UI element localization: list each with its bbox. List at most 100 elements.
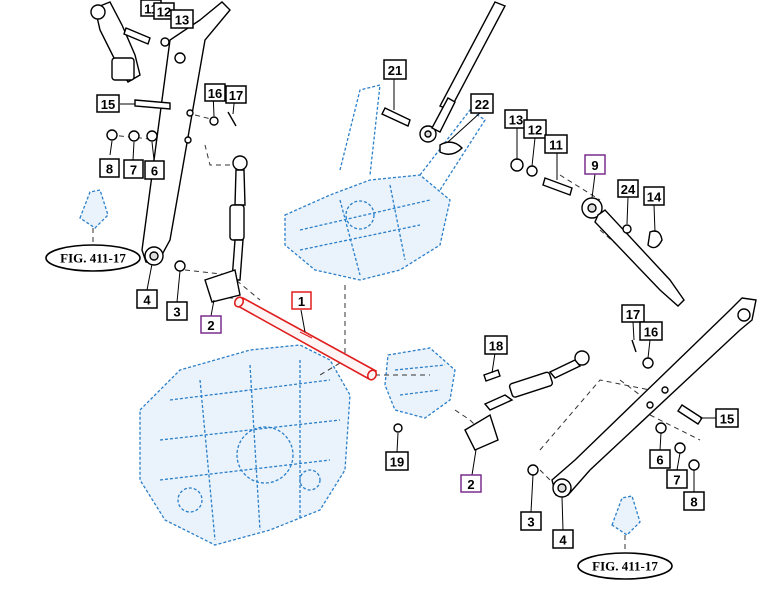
callout-box bbox=[683, 491, 705, 511]
callout-label: 9 bbox=[591, 158, 598, 173]
callout-1[interactable]: 1 bbox=[291, 291, 312, 310]
callout-label: 17 bbox=[229, 88, 243, 103]
callout-box bbox=[643, 186, 665, 206]
callout-3[interactable]: 3 bbox=[520, 511, 542, 531]
callout-label: 1 bbox=[298, 294, 305, 309]
callout-15[interactable]: 15 bbox=[96, 94, 120, 113]
callout-label: 14 bbox=[647, 190, 662, 205]
callout-label: 8 bbox=[106, 162, 113, 177]
callout-16[interactable]: 16 bbox=[204, 83, 226, 102]
stabilizer-bracket-ghost-left bbox=[79, 189, 109, 229]
callout-label: 15 bbox=[101, 97, 115, 112]
callout-13[interactable]: 13 bbox=[504, 109, 528, 129]
callout-21[interactable]: 21 bbox=[383, 59, 407, 80]
callout-6[interactable]: 6 bbox=[649, 449, 671, 469]
callout-label: 13 bbox=[175, 13, 189, 28]
callout-label: 7 bbox=[673, 473, 680, 488]
callout-box bbox=[584, 154, 606, 175]
callout-box bbox=[621, 304, 645, 323]
callout-6[interactable]: 6 bbox=[144, 160, 165, 180]
callout-19[interactable]: 19 bbox=[385, 451, 409, 471]
callout-9[interactable]: 9 bbox=[584, 154, 606, 175]
callout-4[interactable]: 4 bbox=[552, 529, 574, 549]
callout-7[interactable]: 7 bbox=[123, 159, 144, 179]
callout-box bbox=[520, 511, 542, 531]
control-valve-ghost bbox=[384, 347, 456, 419]
figure-reference-right[interactable]: FIG. 411-17 bbox=[577, 552, 673, 580]
callout-4[interactable]: 4 bbox=[136, 289, 158, 309]
callout-box bbox=[123, 159, 144, 179]
callout-13[interactable]: 13 bbox=[170, 9, 194, 29]
callout-box bbox=[470, 93, 494, 114]
callout-box bbox=[544, 134, 568, 154]
lift-arm-left bbox=[141, 1, 231, 266]
callout-box bbox=[204, 83, 226, 102]
callout-label: 18 bbox=[489, 339, 503, 354]
callout-label: 6 bbox=[656, 453, 663, 468]
callout-24[interactable]: 24 bbox=[617, 179, 639, 198]
callout-8[interactable]: 8 bbox=[99, 158, 120, 178]
callout-label: 2 bbox=[207, 318, 214, 333]
lift-cylinder-rod bbox=[381, 1, 506, 155]
callout-12[interactable]: 12 bbox=[523, 119, 547, 139]
callout-box bbox=[170, 9, 194, 29]
callout-11[interactable]: 11 bbox=[544, 134, 568, 154]
figure-reference-left[interactable]: FIG. 411-17 bbox=[45, 244, 141, 272]
callout-box bbox=[144, 160, 165, 180]
callout-box bbox=[166, 301, 188, 321]
callout-box bbox=[617, 179, 639, 198]
hydraulic-lift-cover-ghost bbox=[284, 84, 486, 281]
callout-label: 16 bbox=[208, 86, 222, 101]
stabilizer-bracket-ghost-right bbox=[611, 495, 641, 536]
callout-label: 6 bbox=[151, 164, 158, 179]
callout-box bbox=[383, 59, 407, 80]
lift-arm-right bbox=[551, 297, 757, 498]
callout-box bbox=[523, 119, 547, 139]
callout-15[interactable]: 15 bbox=[715, 408, 739, 428]
callout-box bbox=[484, 335, 508, 355]
callout-18[interactable]: 18 bbox=[484, 335, 508, 355]
callout-3[interactable]: 3 bbox=[166, 301, 188, 321]
leveling-rod-right bbox=[581, 197, 685, 307]
callout-label: 19 bbox=[390, 455, 404, 470]
check-chain-left bbox=[90, 1, 141, 83]
figure-reference-left-label: FIG. 411-17 bbox=[60, 251, 126, 266]
callout-label: 4 bbox=[143, 293, 151, 308]
callout-2[interactable]: 2 bbox=[460, 474, 482, 493]
callout-label: 2 bbox=[467, 477, 474, 492]
callout-box bbox=[96, 94, 120, 113]
transmission-housing-ghost bbox=[139, 344, 351, 546]
callout-22[interactable]: 22 bbox=[470, 93, 494, 114]
callout-label: 11 bbox=[549, 138, 563, 153]
callout-label: 3 bbox=[173, 305, 180, 320]
callout-box bbox=[504, 109, 528, 129]
callout-box bbox=[552, 529, 574, 549]
callout-label: 16 bbox=[644, 325, 658, 340]
callout-label: 4 bbox=[559, 533, 567, 548]
callout-7[interactable]: 7 bbox=[666, 469, 688, 489]
callout-box bbox=[291, 291, 312, 310]
callout-label: 24 bbox=[621, 182, 636, 197]
callout-label: 12 bbox=[528, 123, 542, 138]
callout-box bbox=[225, 85, 247, 104]
turnbuckle-right bbox=[464, 350, 590, 451]
callout-8[interactable]: 8 bbox=[683, 491, 705, 511]
lift-shaft-highlighted bbox=[233, 296, 378, 381]
callout-box bbox=[200, 315, 222, 334]
callout-14[interactable]: 14 bbox=[643, 186, 665, 206]
callout-17[interactable]: 17 bbox=[621, 304, 645, 323]
callout-2[interactable]: 2 bbox=[200, 315, 222, 334]
callout-label: 15 bbox=[720, 412, 734, 427]
callout-label: 12 bbox=[157, 5, 171, 20]
callout-16[interactable]: 16 bbox=[639, 321, 663, 341]
hardware-right bbox=[393, 158, 703, 476]
callout-box bbox=[136, 289, 158, 309]
figure-reference-right-label: FIG. 411-17 bbox=[592, 559, 658, 574]
hardware-left bbox=[106, 27, 237, 272]
leader-lines bbox=[109, 79, 716, 531]
callout-12[interactable]: 12 bbox=[153, 2, 175, 20]
callout-17[interactable]: 17 bbox=[225, 85, 247, 104]
callout-box bbox=[639, 321, 663, 341]
